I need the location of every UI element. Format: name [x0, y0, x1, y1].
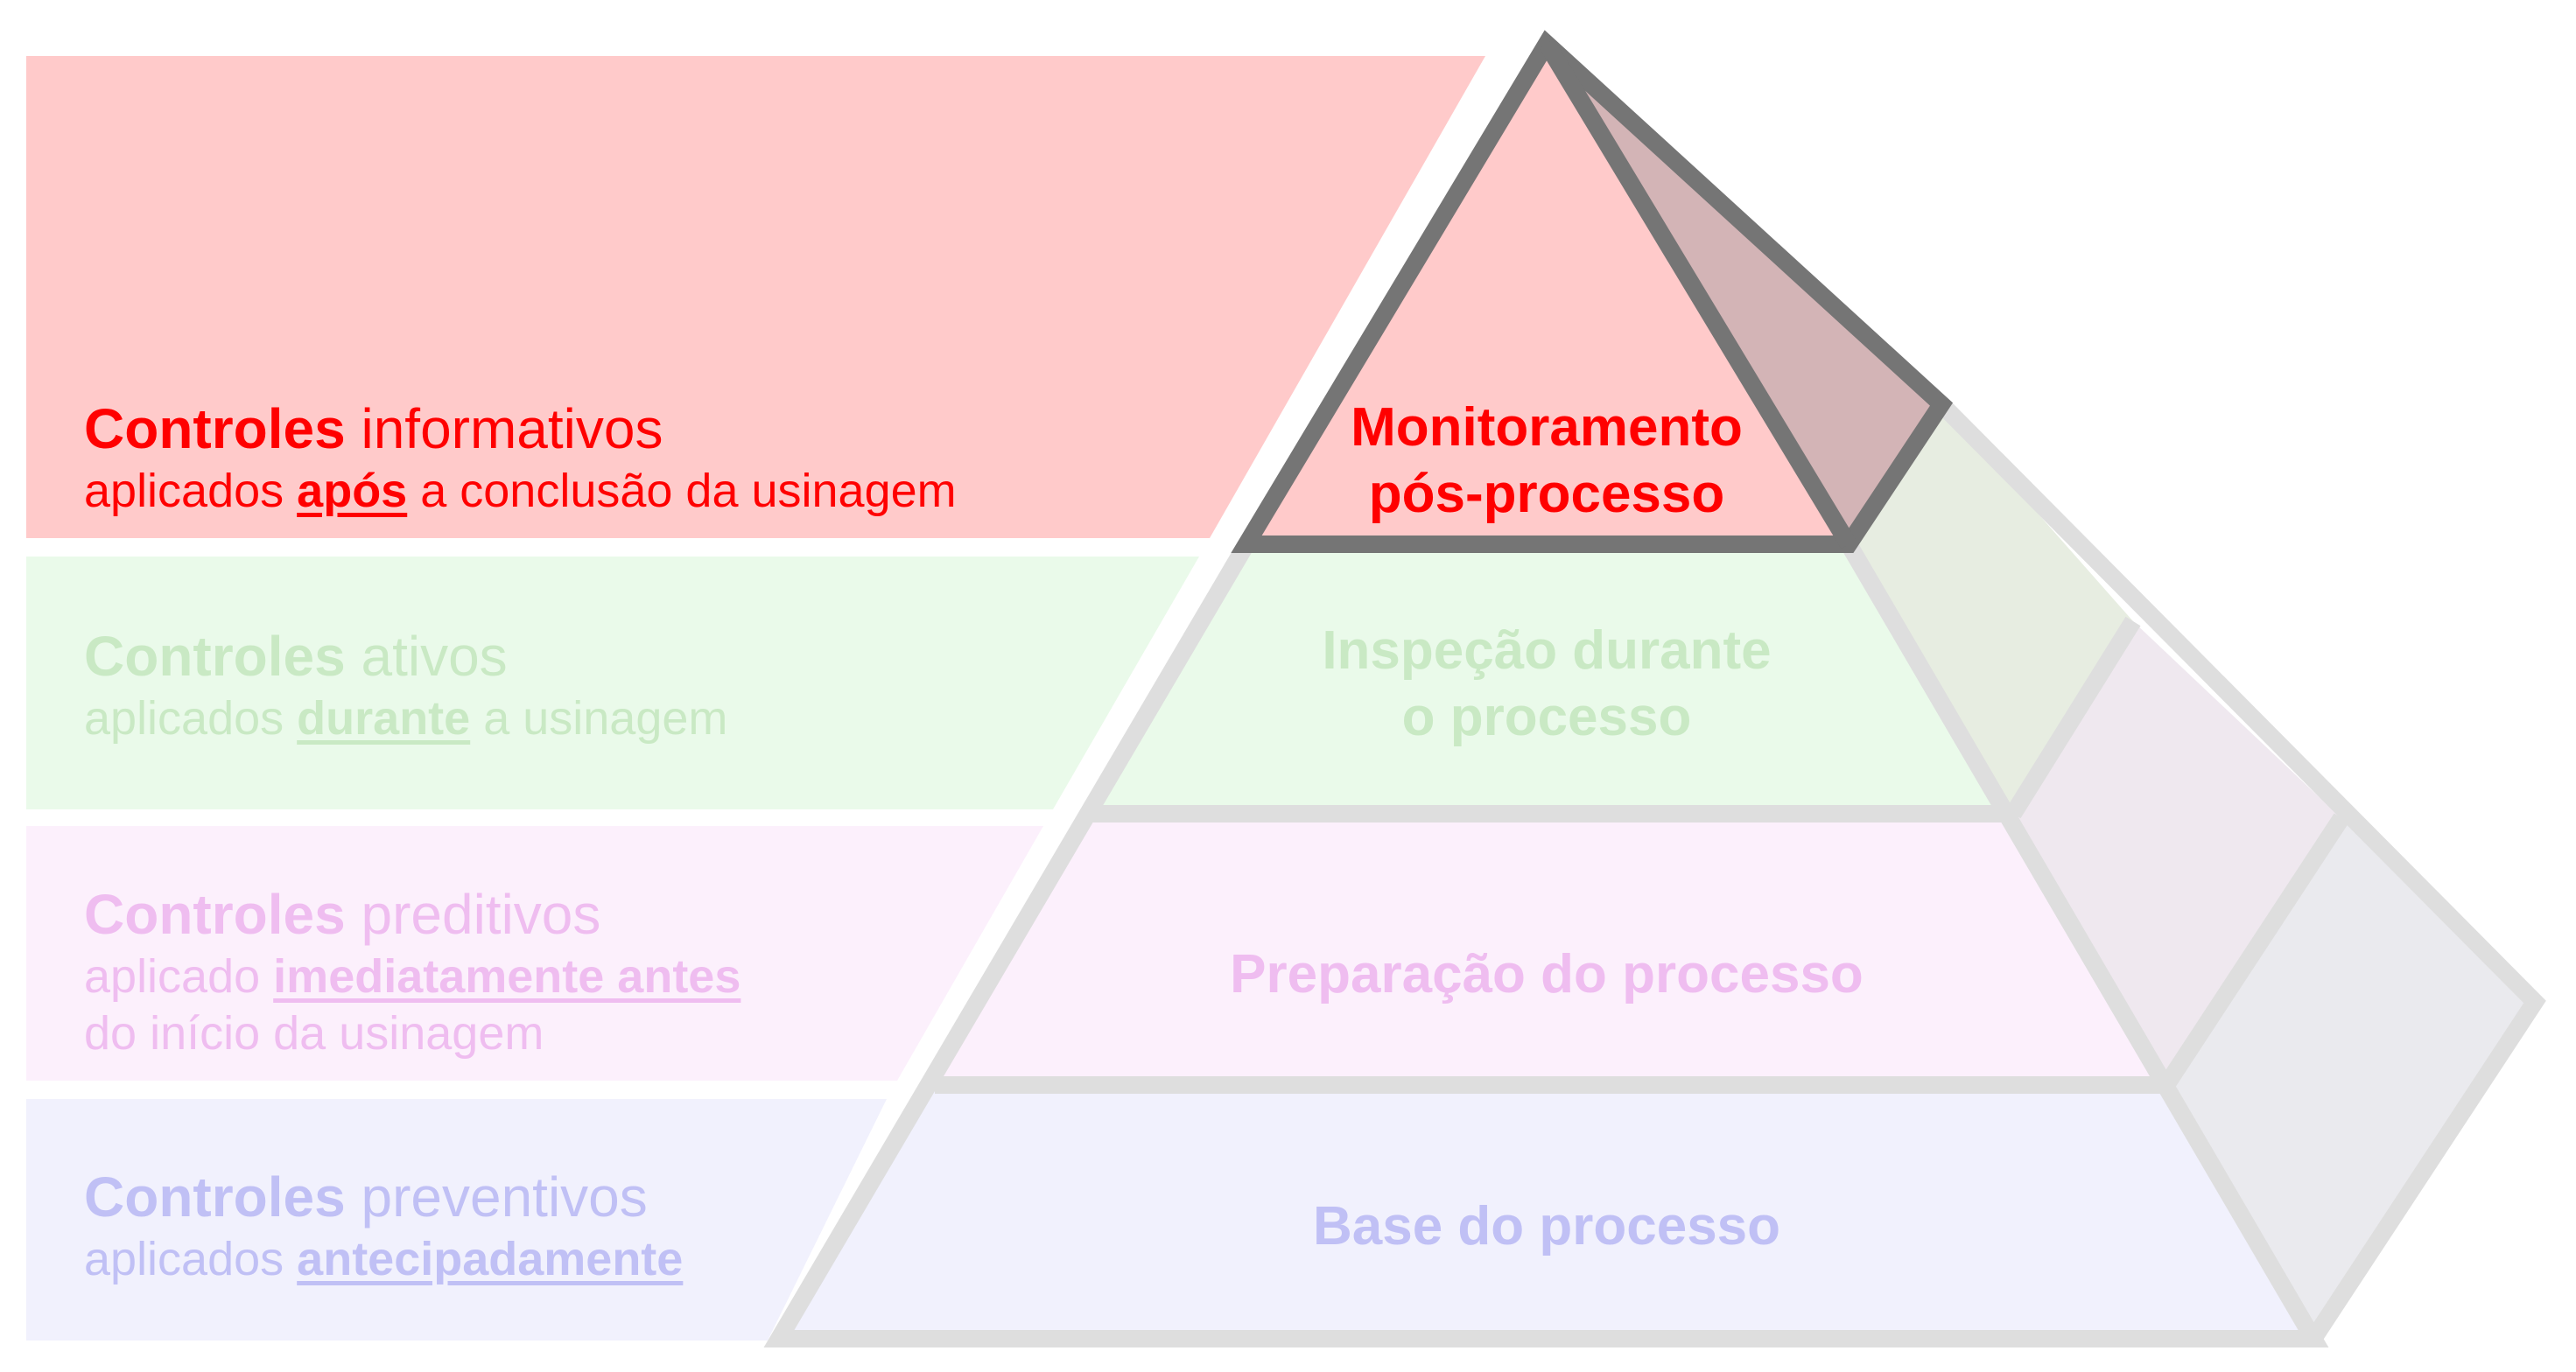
band-preventivos-bg — [26, 1099, 887, 1340]
sub-pre: aplicados — [84, 691, 298, 745]
side-face-predictive — [2013, 621, 2341, 1085]
title-rest: preditivos — [345, 883, 601, 946]
tier-active-line1: Inspeção durante — [1322, 620, 1772, 681]
tier-top-line1: Monitoramento — [1351, 397, 1743, 458]
band-preventivos-title: Controles preventivos — [84, 1164, 683, 1231]
band-informativos-title: Controles informativos — [84, 396, 957, 463]
tier-active-fill — [1090, 544, 2013, 814]
sub-emphasis: durante — [297, 691, 471, 745]
band-preventivos-text: Controles preventivos aplicados antecipa… — [84, 1164, 683, 1288]
band-informativos-text: Controles informativos aplicados após a … — [84, 396, 957, 520]
tier-base-label: Base do processo — [1197, 1194, 1897, 1260]
band-preditivos-bg — [26, 826, 1043, 1081]
tier-base-line1: Base do processo — [1312, 1196, 1781, 1256]
tier-base-fill — [779, 1085, 2313, 1339]
tier-predictive-label: Preparação do processo — [1197, 942, 1897, 1008]
tier-active-label: Inspeção durante o processo — [1197, 618, 1897, 750]
light-outline — [763, 397, 2546, 1348]
side-face-top — [1547, 44, 1941, 544]
band-ativos-subtitle: aplicados durante a usinagem — [84, 690, 727, 747]
sub-pre: aplicado — [84, 949, 274, 1003]
title-bold: Controles — [84, 883, 346, 946]
title-bold: Controles — [84, 1166, 346, 1228]
band-informativos-subtitle: aplicados após a conclusão da usinagem — [84, 463, 957, 520]
sub-post: a usinagem — [470, 691, 728, 745]
band-ativos-title: Controles ativos — [84, 623, 727, 690]
sub-post: a conclusão da usinagem — [407, 464, 957, 517]
title-rest: preventivos — [345, 1166, 648, 1228]
side-face-active — [1849, 404, 2133, 814]
band-preventivos-subtitle: aplicados antecipadamente — [84, 1231, 683, 1288]
tier-top-fill — [1246, 44, 1849, 544]
band-preditivos-subtitle: aplicado imediatamente antes — [84, 948, 741, 1005]
band-ativos-text: Controles ativos aplicados durante a usi… — [84, 623, 727, 747]
band-preditivos-subtitle-line3: do início da usinagem — [84, 1006, 544, 1060]
dark-outline — [1231, 30, 1954, 553]
tier-top-line2: pós-processo — [1368, 463, 1725, 524]
sub-pre: aplicados — [84, 464, 298, 517]
sub-emphasis: após — [297, 464, 408, 517]
band-preditivos-title: Controles preditivos — [84, 881, 741, 948]
tier-predictive-fill — [935, 814, 2166, 1085]
title-rest: informativos — [345, 397, 663, 460]
band-preditivos-text: Controles preditivos aplicado imediatame… — [84, 881, 741, 1061]
title-rest: ativos — [345, 625, 508, 688]
tier-top-label: Monitoramento pós-processo — [1197, 395, 1897, 527]
band-ativos-bg — [26, 556, 1199, 809]
band-informativos-bg — [26, 56, 1485, 538]
title-bold: Controles — [84, 397, 346, 460]
sub-emphasis: antecipadamente — [297, 1232, 684, 1285]
title-bold: Controles — [84, 625, 346, 688]
tier-active-line2: o processo — [1401, 686, 1692, 747]
sub-pre: aplicados — [84, 1232, 298, 1285]
sub-emphasis: imediatamente antes — [273, 949, 741, 1003]
tier-predictive-line1: Preparação do processo — [1230, 944, 1864, 1004]
